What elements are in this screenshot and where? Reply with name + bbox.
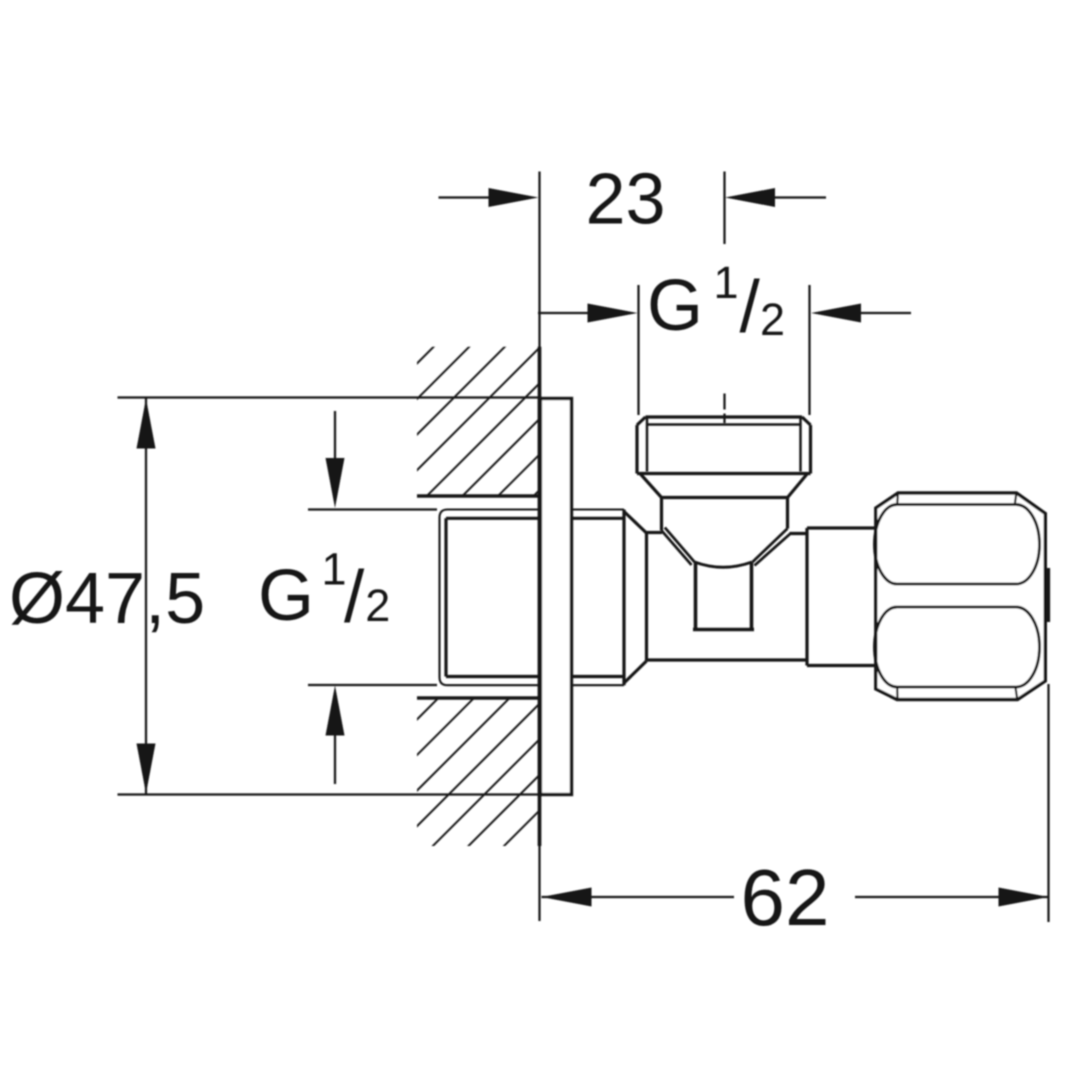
svg-text:G: G [258, 556, 314, 636]
svg-text:/: / [344, 557, 365, 638]
svg-text:1: 1 [321, 544, 346, 595]
svg-text:/: / [740, 267, 761, 348]
svg-text:Ø47,5: Ø47,5 [9, 559, 205, 639]
svg-text:1: 1 [713, 257, 738, 308]
svg-text:G: G [647, 266, 703, 346]
svg-text:2: 2 [365, 580, 390, 631]
svg-text:23: 23 [585, 160, 665, 240]
svg-text:62: 62 [741, 853, 830, 942]
svg-text:2: 2 [760, 294, 785, 345]
